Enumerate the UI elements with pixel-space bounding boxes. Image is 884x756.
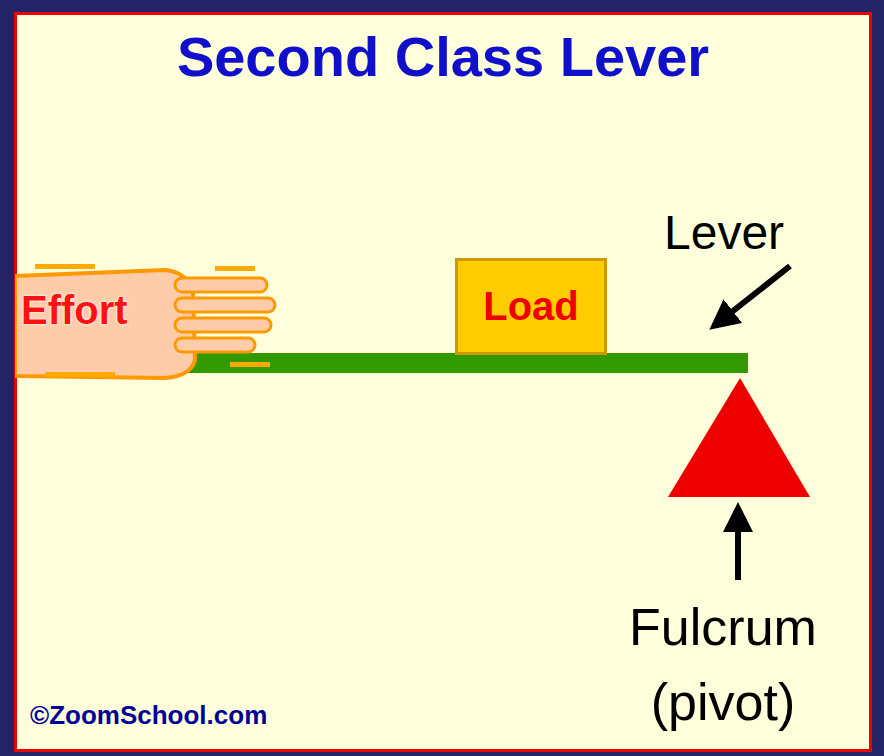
- hand-finger: [175, 318, 271, 332]
- load-label: Load: [483, 284, 579, 329]
- hand-finger: [175, 298, 275, 312]
- diagram-title: Second Class Lever: [17, 24, 869, 89]
- hand-streak: [230, 362, 270, 367]
- leader-arrow: [735, 508, 741, 580]
- copyright-watermark: ©ZoomSchool.com: [30, 700, 350, 731]
- fulcrum-triangle: [668, 378, 810, 497]
- hand-palm: [15, 270, 195, 378]
- hand-streak: [35, 264, 95, 269]
- lever-bar: [115, 353, 748, 373]
- effort-label: Effort: [21, 288, 128, 333]
- hand-streak: [45, 372, 115, 377]
- effort-hand: Effort: [15, 262, 293, 380]
- hand-finger: [175, 278, 267, 292]
- leader-arrow: [714, 266, 790, 326]
- hand-finger: [175, 338, 255, 352]
- hand-streak: [215, 266, 255, 271]
- fulcrum-label: Fulcrum (pivot): [578, 590, 868, 741]
- lever-label: Lever: [664, 204, 864, 262]
- load-box: Load: [455, 258, 607, 355]
